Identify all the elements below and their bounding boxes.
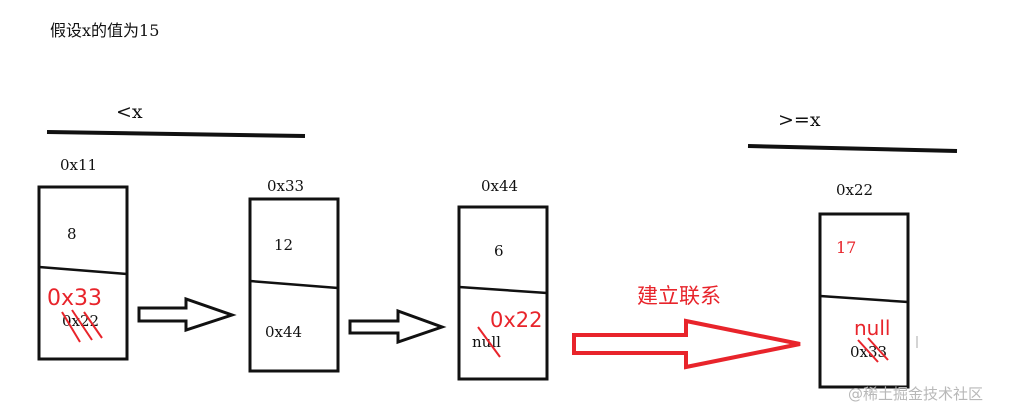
node-address: 0x11 [60, 156, 97, 174]
node-box [248, 197, 340, 373]
red-connect-arrow [572, 318, 801, 370]
node-address: 0x44 [481, 177, 518, 195]
right-list-label: >=x [778, 109, 821, 131]
right-list-underline [747, 144, 958, 153]
hollow-arrow-1 [137, 296, 237, 333]
node-next-original: null [472, 333, 501, 351]
node-divider [819, 294, 909, 304]
node-0x22: 0x22 17 0x33 null [818, 181, 910, 389]
cross-out-mark [477, 326, 501, 358]
node-value: 12 [274, 236, 293, 254]
node-divider [458, 285, 548, 295]
node-value: 8 [67, 225, 77, 243]
node-next-overwrite: null [854, 316, 890, 340]
node-0x11: 0x11 8 0x22 0x33 [37, 156, 129, 361]
connect-label: 建立联系 [637, 284, 721, 308]
node-box [818, 212, 910, 389]
node-address: 0x33 [267, 177, 304, 195]
node-0x44: 0x44 6 null 0x22 [457, 177, 549, 381]
node-address: 0x22 [836, 181, 873, 199]
node-next-overwrite: 0x33 [47, 286, 102, 311]
left-list-underline [46, 130, 306, 138]
diagram-title: 假设x的值为15 [50, 21, 159, 40]
left-list-label: <x [116, 101, 143, 123]
node-value: 6 [494, 242, 504, 260]
node-divider [249, 279, 339, 290]
cross-out-mark [857, 337, 889, 363]
watermark: @稀土掘金技术社区 [848, 385, 983, 403]
node-next-overwrite: 0x22 [490, 308, 543, 332]
cross-out-mark [61, 309, 103, 343]
node-next-original: 0x22 [62, 312, 99, 330]
node-value: 17 [836, 238, 856, 257]
hollow-arrow-2 [348, 308, 447, 345]
node-next: 0x44 [265, 323, 302, 341]
node-0x33: 0x33 12 0x44 [248, 177, 340, 373]
node-divider [38, 265, 128, 276]
